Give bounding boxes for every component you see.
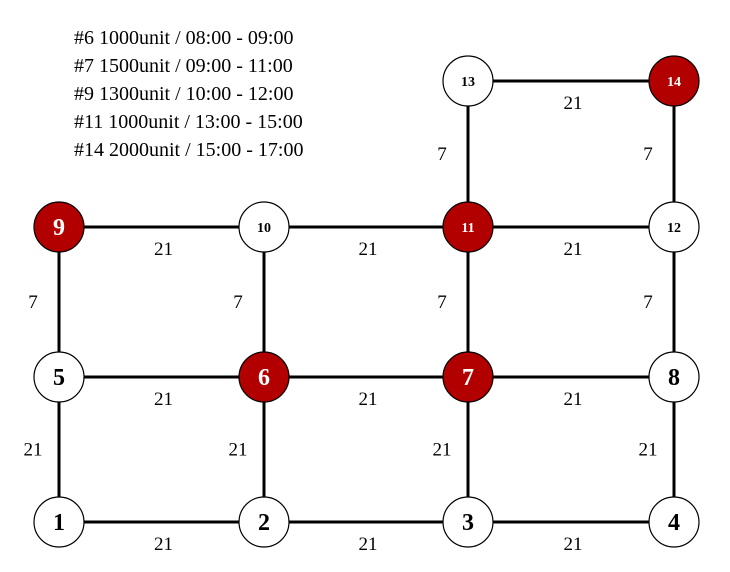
edge-weight-label: 21: [564, 239, 583, 260]
node-label: 13: [461, 75, 475, 90]
node-4: 4: [648, 496, 700, 548]
node-label: 4: [668, 510, 680, 536]
edge-weight-label: 21: [154, 389, 173, 410]
node-circle: [238, 351, 290, 403]
legend-item: #14 2000unit / 15:00 - 17:00: [74, 139, 304, 161]
edge-weight-label: 21: [564, 93, 583, 114]
node-label: 5: [53, 365, 65, 391]
node-10: 10: [238, 201, 290, 253]
legend-item: #11 1000unit / 13:00 - 15:00: [74, 111, 303, 133]
node-circle: [648, 201, 700, 253]
edge-weight-label: 21: [24, 440, 43, 461]
node-6: 6: [238, 351, 290, 403]
node-circle: [648, 351, 700, 403]
edge-weight-label: 21: [639, 440, 658, 461]
node-label: 1: [53, 510, 65, 536]
node-8: 8: [648, 351, 700, 403]
node-circle: [33, 201, 85, 253]
edge-weight-label: 21: [154, 534, 173, 555]
node-label: 7: [462, 365, 474, 391]
legend-item: #9 1300unit / 10:00 - 12:00: [74, 83, 294, 105]
node-label: 6: [258, 365, 270, 391]
node-circle: [442, 496, 494, 548]
edge-weight-label: 21: [433, 440, 452, 461]
node-7: 7: [442, 351, 494, 403]
node-11: 11: [442, 201, 494, 253]
legend: #6 1000unit / 08:00 - 09:00 #7 1500unit …: [74, 24, 303, 164]
node-circle: [238, 201, 290, 253]
node-circle: [648, 55, 700, 107]
node-label: 11: [461, 221, 474, 236]
node-14: 14: [648, 55, 700, 107]
node-label: 9: [53, 215, 65, 241]
node-circle: [442, 201, 494, 253]
node-3: 3: [442, 496, 494, 548]
node-2: 2: [238, 496, 290, 548]
edge-weight-label: 7: [233, 292, 243, 313]
node-circle: [442, 55, 494, 107]
node-label: 3: [462, 510, 474, 536]
edge-weight-label: 21: [154, 239, 173, 260]
node-label: 10: [257, 221, 271, 236]
node-13: 13: [442, 55, 494, 107]
edge-weight-label: 7: [437, 292, 447, 313]
node-label: 14: [667, 75, 681, 90]
edge-weight-label: 7: [28, 292, 38, 313]
node-9: 9: [33, 201, 85, 253]
edge-weight-label: 21: [359, 239, 378, 260]
node-circle: [33, 496, 85, 548]
node-label: 8: [668, 365, 680, 391]
edge-weight-label: 7: [437, 144, 447, 165]
node-circle: [648, 496, 700, 548]
edge-weight-label: 21: [359, 389, 378, 410]
legend-item: #6 1000unit / 08:00 - 09:00: [74, 27, 294, 49]
edge-weight-label: 21: [564, 389, 583, 410]
node-label: 2: [258, 510, 270, 536]
node-circle: [238, 496, 290, 548]
edge-weight-label: 21: [359, 534, 378, 555]
node-1: 1: [33, 496, 85, 548]
node-5: 5: [33, 351, 85, 403]
legend-item: #7 1500unit / 09:00 - 11:00: [74, 55, 293, 77]
node-12: 12: [648, 201, 700, 253]
edge-weight-label: 7: [643, 292, 653, 313]
node-label: 12: [667, 221, 681, 236]
edge-weight-label: 21: [564, 534, 583, 555]
edge-weight-label: 7: [643, 144, 653, 165]
node-circle: [442, 351, 494, 403]
edge-weight-label: 21: [229, 440, 248, 461]
node-circle: [33, 351, 85, 403]
